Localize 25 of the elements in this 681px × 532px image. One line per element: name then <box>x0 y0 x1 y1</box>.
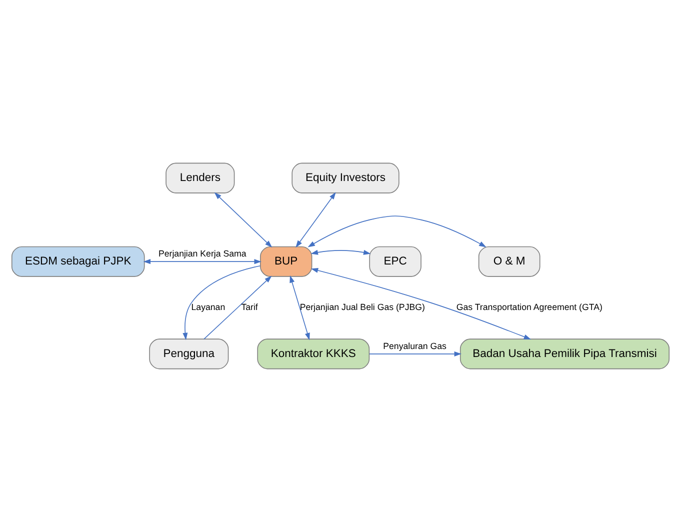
edge-label: Perjanjian Jual Beli Gas (PJBG) <box>300 302 425 312</box>
arrow <box>310 250 371 255</box>
arrow <box>182 265 261 340</box>
arrow <box>310 268 532 340</box>
node-box: Badan Usaha Pemilik Pipa Transmisi <box>460 338 670 370</box>
edge-label: Layanan <box>191 302 226 312</box>
node-box: Lenders <box>166 162 235 194</box>
edge-label: Gas Transportation Agreement (GTA) <box>456 302 602 312</box>
edge-label: Tarif <box>241 302 258 312</box>
node-box: Kontraktor KKKS <box>257 338 370 370</box>
node-box: Pengguna <box>149 338 229 370</box>
node-box: O & M <box>478 246 540 277</box>
arrow <box>290 275 310 340</box>
node-box: ESDM sebagai PJPK <box>11 246 145 277</box>
arrow <box>204 276 272 340</box>
arrow <box>143 259 262 264</box>
arrow <box>369 351 462 356</box>
edge-label: Penyaluran Gas <box>383 340 446 351</box>
edge-label: Perjanjian Kerja Sama <box>158 248 246 259</box>
arrow <box>214 192 272 248</box>
arrow <box>296 192 336 248</box>
node-box: Equity Investors <box>292 162 400 194</box>
arrow <box>308 216 486 248</box>
node-box: BUP <box>260 246 312 277</box>
node-box: EPC <box>369 246 422 277</box>
